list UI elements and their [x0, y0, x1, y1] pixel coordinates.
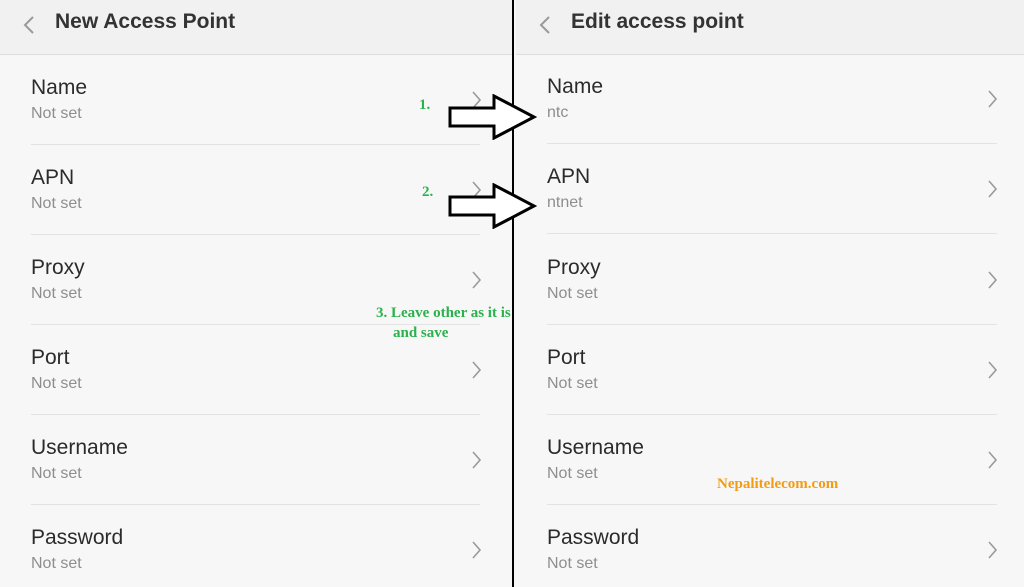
divider — [547, 324, 997, 325]
chevron-right-icon — [986, 88, 998, 110]
row-label: Proxy — [31, 256, 85, 279]
row-proxy[interactable]: Proxy Not set — [0, 235, 512, 325]
page-title: Edit access point — [571, 10, 744, 33]
step-3-label-continued: and save — [393, 325, 449, 341]
chevron-right-icon — [986, 539, 998, 561]
watermark-text: Nepalitelecom.com — [717, 476, 839, 492]
row-label: APN — [31, 166, 75, 189]
divider — [547, 143, 997, 144]
divider — [547, 233, 997, 234]
chevron-right-icon — [470, 359, 482, 381]
divider — [31, 144, 480, 145]
row-label: Name — [31, 76, 88, 99]
row-proxy[interactable]: Proxy Not set — [516, 235, 1024, 325]
row-password[interactable]: Password Not set — [516, 505, 1024, 587]
row-username[interactable]: Username Not set — [0, 415, 512, 505]
row-apn[interactable]: APN Not set — [0, 145, 512, 235]
row-label: Username — [31, 436, 128, 459]
row-value: ntc — [547, 104, 569, 121]
divider — [31, 504, 480, 505]
row-port[interactable]: Port Not set — [516, 325, 1024, 415]
row-name[interactable]: Name Not set — [0, 55, 512, 145]
arrow-right-outline-icon — [448, 183, 538, 229]
chevron-right-icon — [986, 178, 998, 200]
divider — [547, 504, 997, 505]
row-label: Password — [547, 526, 640, 549]
header: Edit access point — [516, 0, 1024, 55]
step-2-label: 2. — [422, 184, 434, 200]
chevron-right-icon — [470, 89, 482, 111]
step-3-label: 3. Leave other as it is — [376, 305, 511, 321]
row-label: Proxy — [547, 256, 601, 279]
chevron-right-icon — [986, 449, 998, 471]
row-label: Port — [31, 346, 70, 369]
divider — [31, 324, 480, 325]
row-name[interactable]: Name ntc — [516, 54, 1024, 144]
chevron-left-icon[interactable] — [538, 13, 552, 37]
row-value: ntnet — [547, 194, 583, 211]
row-value: Not set — [31, 195, 82, 212]
panel-divider-line — [512, 0, 514, 587]
row-value: Not set — [547, 465, 598, 482]
row-apn[interactable]: APN ntnet — [516, 144, 1024, 234]
row-value: Not set — [31, 555, 82, 572]
chevron-right-icon — [986, 359, 998, 381]
chevron-left-icon[interactable] — [22, 13, 36, 37]
page-title: New Access Point — [55, 10, 236, 33]
row-label: Name — [547, 75, 604, 98]
header: New Access Point — [0, 0, 512, 55]
row-value: Not set — [31, 285, 82, 302]
chevron-right-icon — [470, 269, 482, 291]
divider — [31, 414, 480, 415]
chevron-right-icon — [470, 539, 482, 561]
row-value: Not set — [31, 105, 82, 122]
step-1-label: 1. — [419, 97, 431, 113]
row-value: Not set — [547, 375, 598, 392]
new-access-point-panel: New Access Point Name Not set APN Not se… — [0, 0, 512, 587]
row-label: Password — [31, 526, 124, 549]
edit-access-point-panel: Edit access point Name ntc APN ntnet Pro… — [516, 0, 1024, 587]
row-label: APN — [547, 165, 591, 188]
row-value: Not set — [31, 465, 82, 482]
row-value: Not set — [547, 285, 598, 302]
row-label: Username — [547, 436, 644, 459]
arrow-right-outline-icon — [448, 94, 538, 140]
row-label: Port — [547, 346, 586, 369]
row-password[interactable]: Password Not set — [0, 505, 512, 587]
row-value: Not set — [547, 555, 598, 572]
row-value: Not set — [31, 375, 82, 392]
chevron-right-icon — [986, 269, 998, 291]
chevron-right-icon — [470, 449, 482, 471]
chevron-right-icon — [470, 179, 482, 201]
divider — [31, 234, 480, 235]
row-username[interactable]: Username Not set — [516, 415, 1024, 505]
row-port[interactable]: Port Not set — [0, 325, 512, 415]
divider — [547, 414, 997, 415]
